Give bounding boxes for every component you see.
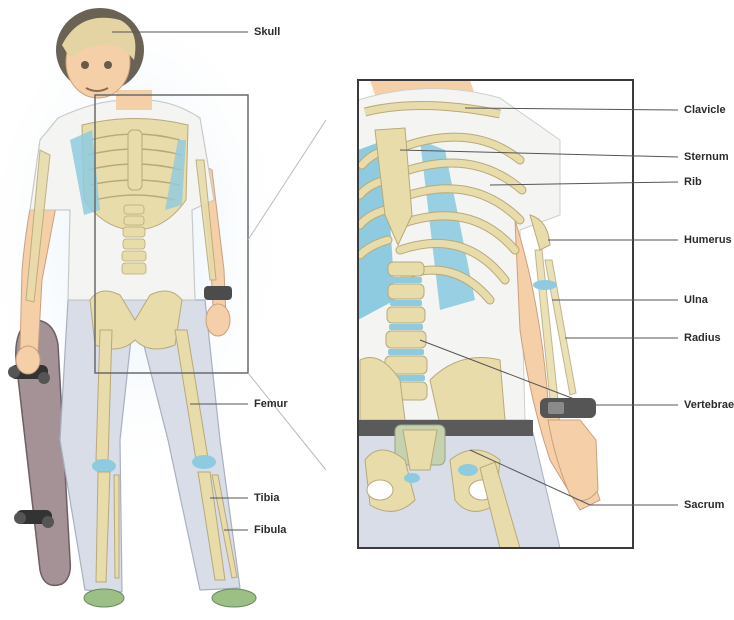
label-vertebrae: Vertebrae bbox=[684, 399, 734, 411]
full-body-figure bbox=[0, 8, 280, 607]
label-sacrum: Sacrum bbox=[684, 499, 724, 511]
label-rib: Rib bbox=[684, 176, 702, 188]
label-femur: Femur bbox=[254, 398, 288, 410]
label-tibia: Tibia bbox=[254, 492, 279, 504]
label-sternum: Sternum bbox=[684, 151, 729, 163]
label-ulna: Ulna bbox=[684, 294, 708, 306]
label-skull: Skull bbox=[254, 26, 280, 38]
label-humerus: Humerus bbox=[684, 234, 732, 246]
label-fibula: Fibula bbox=[254, 524, 286, 536]
detail-panel bbox=[358, 80, 633, 548]
zoom-connector-bottom bbox=[248, 373, 326, 470]
label-clavicle: Clavicle bbox=[684, 104, 726, 116]
label-radius: Radius bbox=[684, 332, 721, 344]
